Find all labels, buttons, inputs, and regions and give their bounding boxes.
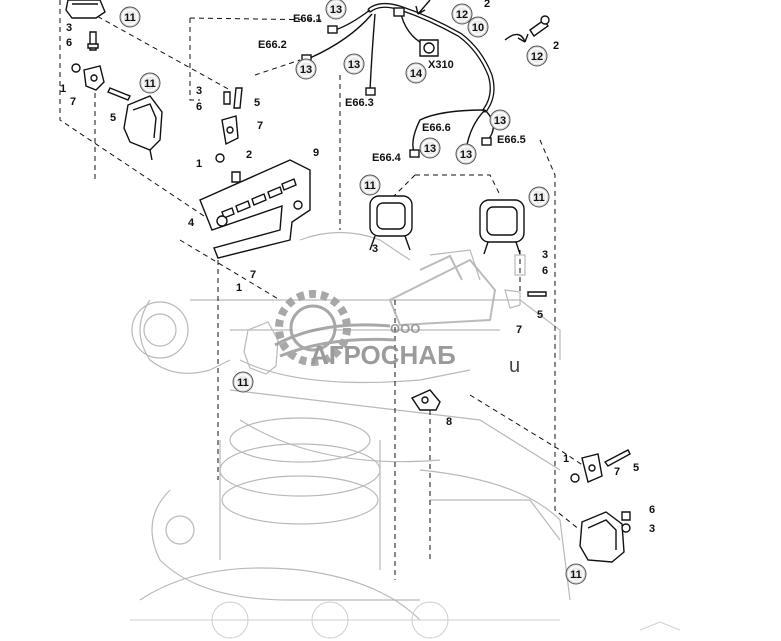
item-number: 7: [257, 120, 263, 132]
work-lamp-top-left: [65, 0, 106, 19]
callout-13: 13: [325, 0, 347, 20]
callout-number: 11: [144, 78, 156, 90]
bracket-top-right: [529, 15, 550, 37]
item-number: 3: [649, 523, 655, 535]
callout-11: 11: [359, 174, 381, 196]
leader-lines: [59, 0, 591, 580]
callout-13: 13: [343, 53, 365, 75]
callout-number: 13: [300, 64, 312, 76]
callout-13: 13: [295, 58, 317, 80]
connector-label-e66-4: E66.4: [372, 152, 402, 164]
callout-number: 13: [494, 115, 506, 127]
callout-number: 11: [124, 12, 136, 24]
item-number: 9: [313, 147, 319, 159]
bracket-mid-left: [215, 87, 243, 183]
item-number: 7: [614, 466, 620, 478]
work-lamp-center-left: [369, 195, 413, 251]
callout-13: 13: [419, 137, 441, 159]
item-number: 8: [446, 416, 452, 428]
item-number: 6: [542, 265, 548, 277]
connector-label-e66-3: E66.3: [345, 97, 374, 109]
connector-label-e66-6: E66.6: [422, 122, 451, 134]
item-number: 3: [372, 243, 378, 255]
item-number: 3: [542, 249, 548, 261]
item-number: 4: [188, 217, 195, 229]
item-number: 1: [563, 453, 569, 465]
callout-number: 10: [472, 22, 484, 34]
background-machine-outline: [130, 231, 681, 639]
watermark-suffix: u: [509, 355, 520, 377]
callout-13: 13: [455, 143, 477, 165]
connector-label-x310: X310: [428, 59, 454, 71]
callout-number: 13: [460, 149, 472, 161]
item-number: 7: [70, 96, 76, 108]
item-number: 5: [633, 462, 639, 474]
item-number: 3: [196, 85, 202, 97]
callout-number: 13: [424, 143, 436, 155]
item-number: 1: [196, 158, 202, 170]
work-lamp-left-faint: [243, 321, 279, 375]
callout-10: 10: [467, 16, 489, 38]
item-number: 6: [66, 37, 72, 49]
callout-11: 11: [139, 72, 161, 94]
bracket-bottom-right: [570, 449, 631, 533]
item-number: 7: [250, 269, 256, 281]
item-number: 1: [60, 83, 66, 95]
bracket-right-faint: [504, 254, 547, 309]
agrosnab-watermark: ООО АГРОСНАБ u: [274, 254, 520, 377]
callout-12: 12: [451, 3, 473, 25]
work-lamp-left: [123, 95, 163, 161]
item-number: 2: [484, 0, 490, 10]
item-number: 5: [110, 112, 116, 124]
callout-number: 14: [410, 68, 423, 80]
callout-number: 11: [533, 192, 545, 204]
connector-label-e66-1: E66.1: [293, 13, 322, 25]
mounting-plate-9: [199, 159, 311, 259]
item-number: 2: [246, 149, 252, 161]
callout-11: 11: [232, 371, 254, 393]
callout-11: 11: [119, 6, 141, 28]
bracket-top-left: [71, 31, 131, 101]
work-lamp-center-right: [479, 199, 525, 255]
item-number: 2: [553, 40, 559, 52]
item-number: 6: [649, 504, 655, 516]
work-lamp-bottom-right: [579, 511, 625, 563]
callout-13: 13: [489, 109, 511, 131]
callout-number: 11: [364, 180, 376, 192]
callout-11: 11: [528, 186, 550, 208]
connector-label-e66-5: E66.5: [497, 134, 526, 146]
callout-number: 11: [237, 377, 249, 389]
callout-11: 11: [565, 563, 587, 585]
watermark-brand: АГРОСНАБ: [310, 340, 456, 370]
connector-label-e66-2: E66.2: [258, 39, 287, 51]
callout-number: 13: [330, 4, 342, 16]
item-number: 1: [236, 282, 242, 294]
callout-number: 12: [456, 9, 468, 21]
item-numbers: 2 3 6 1 7 5 3 6 5 7 1 2 9 4 2 3 6 7 5 1 …: [60, 0, 655, 535]
callout-number: 11: [570, 569, 582, 581]
bracket-8: [410, 389, 441, 411]
callout-14: 14: [405, 62, 427, 84]
item-number: 5: [537, 309, 543, 321]
callout-number: 13: [348, 59, 360, 71]
connector-labels: E66.1 E66.2 E66.3 X310 E66.6 E66.5 E66.4: [258, 13, 526, 164]
callout-12: 12: [526, 45, 548, 67]
item-number: 5: [254, 97, 260, 109]
item-number: 7: [516, 324, 522, 336]
watermark-company: ООО: [390, 321, 420, 336]
item-number: 6: [196, 101, 202, 113]
item-number: 3: [66, 22, 72, 34]
callout-number: 12: [531, 51, 543, 63]
